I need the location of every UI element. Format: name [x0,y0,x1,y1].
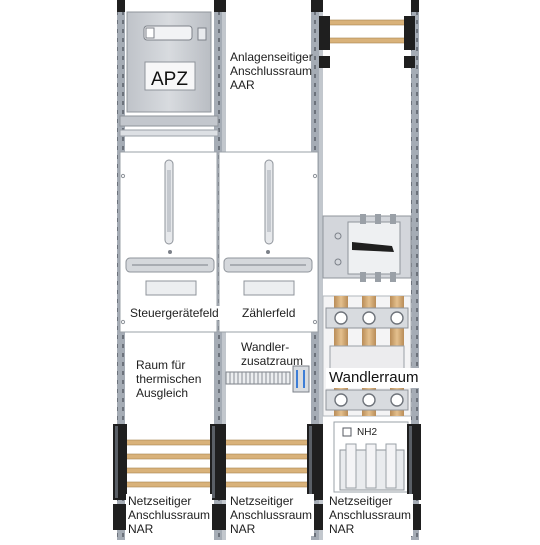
aar-label: Anlagenseitiger Anschlussraum AAR [230,50,313,92]
nar-busbars-left [119,439,217,488]
meter-board-left [119,151,218,333]
steuergeraetefeld-label: Steuergerätefeld [128,306,221,320]
top-clamps [117,0,419,12]
main-switch [322,214,412,282]
terminal-strip [225,365,310,393]
nh2-label: NH2 [357,427,378,438]
transformer-section [322,295,412,417]
nar-busbars-middle [219,439,317,488]
top-right-rungs [319,16,415,68]
nar-middle-label: Netzseitiger Anschlussraum NAR [228,494,315,536]
apz-base-bar [119,115,219,127]
rail-2 [214,0,222,540]
rail-4 [411,0,419,540]
rail-3-edge [319,0,323,540]
nh2-fuse-base [333,421,409,493]
zaehlerfeld-label: Zählerfeld [240,306,298,320]
nar-left-label: Netzseitiger Anschlussraum NAR [126,494,213,536]
nar-right-label: Netzseitiger Anschlussraum NAR [327,494,414,536]
apz-box [126,11,212,113]
wandlerzusatzraum-label: Wandler- zusatzraum [241,340,304,368]
thermal-space-label: Raum für thermischen Ausgleich [136,358,202,400]
meter-board-middle [218,151,319,333]
wandlerraum-label: Wandlerraum [326,368,422,388]
apz-base-bar-2 [119,129,219,137]
apz-label: APZ [151,69,188,90]
